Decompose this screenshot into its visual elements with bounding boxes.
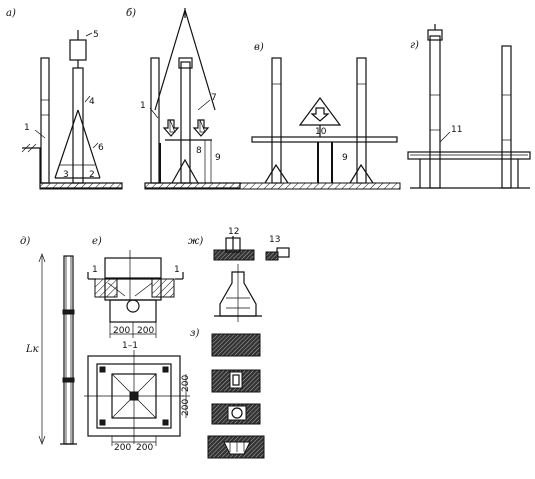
wedge-left <box>94 278 118 298</box>
dim-200-a: 200 <box>113 326 130 336</box>
anchor-hole <box>126 299 140 313</box>
column-v-left <box>271 57 282 184</box>
dim-200-e: 200 <box>114 443 131 453</box>
column-existing-a <box>40 57 50 184</box>
floor-slab-v <box>239 182 401 190</box>
column-elevation-d <box>63 255 74 445</box>
callout-11: 11 <box>451 125 462 135</box>
callout-13: 13 <box>269 235 280 245</box>
dim-200-d: 200 <box>181 399 191 416</box>
panel-v: в) 10 9 <box>239 42 401 190</box>
callout-4: 4 <box>89 97 95 107</box>
wedge-13 <box>265 251 279 261</box>
arrow-down-left <box>162 119 180 137</box>
callout-6: 6 <box>98 143 104 153</box>
panel-label-d: д) <box>20 236 30 247</box>
callout-12: 12 <box>228 227 239 237</box>
callout-9v: 9 <box>342 153 348 163</box>
conductor-frame-a <box>54 109 101 179</box>
callout-3: 3 <box>63 170 69 180</box>
panel-e: е) 1 1 200 200 1–1 <box>84 236 191 453</box>
column-g-right <box>501 45 512 189</box>
soil-hatch-a <box>21 143 37 153</box>
panel-label-v: в) <box>254 42 264 53</box>
panel-label-g: г) <box>410 40 419 51</box>
panel-b: б) 7 1 8 9 <box>126 8 241 190</box>
column-lifted-b <box>180 61 191 184</box>
dimension-lk: Lк <box>25 344 39 355</box>
panel-z: з) <box>190 328 265 459</box>
panel-a: а) 1 5 4 6 3 2 <box>6 8 123 190</box>
callout-1b: 1 <box>140 101 146 111</box>
dim-200-f: 200 <box>136 443 153 453</box>
lifting-head-5 <box>69 39 87 61</box>
wedge-right <box>151 278 175 298</box>
callout-5: 5 <box>93 30 99 40</box>
section-title-1-1: 1–1 <box>122 341 138 351</box>
column-g-left <box>429 35 441 189</box>
floor-slab-a <box>39 182 123 190</box>
dim-200-b: 200 <box>137 326 154 336</box>
base-block-12 <box>213 249 255 261</box>
callout-1: 1 <box>24 123 30 133</box>
arrow-down-v <box>310 107 330 122</box>
callout-10: 10 <box>315 127 327 137</box>
socket-variant-1 <box>211 333 261 357</box>
panel-label-e: е) <box>92 236 102 247</box>
column-v-right <box>356 57 367 184</box>
column-installed-a <box>72 67 84 184</box>
panel-g: г) 11 <box>407 24 531 189</box>
slab-g <box>407 151 531 160</box>
callout-9: 9 <box>215 153 221 163</box>
section-mark-right: 1 <box>174 265 180 275</box>
ground-line-a <box>22 147 123 189</box>
dim-200-c: 200 <box>181 375 191 392</box>
panel-d: д) Lк <box>20 236 77 445</box>
column-top-e <box>104 257 162 279</box>
callout-8: 8 <box>196 146 202 156</box>
panel-label-z: з) <box>190 328 199 339</box>
callout-7: 7 <box>211 93 217 103</box>
panel-label-zh: ж) <box>188 236 203 247</box>
beam-v <box>251 136 398 143</box>
section-mark-left: 1 <box>92 265 98 275</box>
crane-slings-b <box>154 9 216 111</box>
panel-label-a: а) <box>6 8 16 19</box>
panel-label-b: б) <box>126 8 136 19</box>
column-existing-b <box>150 57 160 184</box>
panel-zh: ж) 12 13 <box>188 227 290 322</box>
arrow-down-right <box>192 119 210 137</box>
callout-2: 2 <box>89 170 95 180</box>
